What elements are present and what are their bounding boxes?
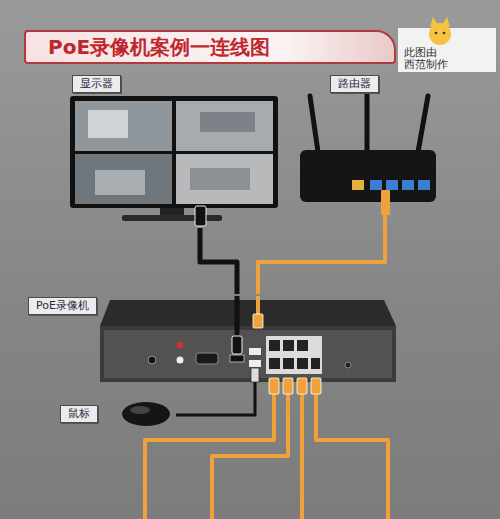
wan-port — [352, 180, 364, 190]
camera-view-detail — [88, 110, 128, 138]
mouse-node: 鼠标 — [58, 400, 176, 430]
device-label: 鼠标 — [60, 405, 98, 423]
monitor-node: 显示器 — [62, 75, 280, 228]
hdmi-cable — [200, 228, 237, 294]
usb-port — [249, 360, 261, 367]
camera-cable — [212, 380, 288, 519]
vga-port — [196, 353, 218, 364]
camera-view — [75, 154, 172, 204]
rj45-plug — [283, 378, 293, 394]
device-label: 显示器 — [72, 75, 121, 93]
monitor-stand — [160, 208, 184, 216]
rj45-port — [297, 340, 308, 351]
nvr-panel-sheen — [104, 330, 392, 378]
device-label: PoE录像机 — [28, 297, 97, 315]
rj45-port — [283, 358, 294, 369]
camera-view-detail — [95, 170, 145, 195]
monitor-base — [122, 215, 222, 221]
watermark-text: 西范制作 — [404, 58, 448, 71]
rj45-plug — [297, 378, 307, 394]
camera-cable — [145, 380, 274, 519]
nvr-back-panel — [100, 326, 396, 382]
rj45-port — [311, 358, 320, 369]
rj45-port — [269, 358, 280, 369]
cat-ear — [442, 17, 450, 27]
rj45-plug — [269, 378, 279, 394]
lan-port — [418, 180, 430, 190]
router-node: 路由器 — [292, 75, 440, 215]
usb-port — [249, 348, 261, 355]
monitor-bezel — [70, 96, 278, 208]
title-banner: PoE录像机案例一连线图 — [24, 30, 396, 64]
rj45-port — [297, 358, 308, 369]
usb-cable — [176, 385, 255, 415]
camera-view — [75, 101, 172, 151]
rj45-plug — [381, 190, 390, 215]
power-port — [148, 356, 156, 364]
rj45-port — [269, 340, 280, 351]
camera-view-detail — [200, 112, 255, 132]
antenna — [310, 96, 318, 152]
rj45-plug — [253, 314, 263, 328]
camera-view — [176, 154, 273, 204]
cat-ear — [430, 17, 438, 27]
antenna — [365, 92, 370, 152]
lan-port — [402, 180, 414, 190]
network-cable — [258, 215, 385, 294]
cat-eye — [443, 32, 446, 35]
device-label: 路由器 — [330, 75, 379, 93]
cat-eye — [435, 32, 438, 35]
camera-cable — [300, 380, 304, 519]
nvr-node: PoE录像机 — [26, 294, 398, 385]
hdmi-port — [230, 355, 244, 362]
camera-view-detail — [190, 168, 250, 190]
router-body — [300, 150, 436, 202]
rj45-port — [283, 340, 294, 351]
camera-view — [176, 101, 273, 151]
audio-port — [177, 357, 184, 364]
lan-port — [386, 180, 398, 190]
audio-port — [177, 342, 184, 349]
watermark-text: 此图由 — [404, 46, 437, 59]
usb-plug — [251, 368, 259, 382]
antenna — [418, 96, 428, 152]
lan-port — [370, 180, 382, 190]
hdmi-plug — [195, 206, 206, 226]
camera-cable — [316, 380, 388, 519]
hdmi-plug — [232, 336, 242, 354]
rj45-plug — [311, 378, 321, 394]
nvr-top — [100, 300, 396, 326]
ground-port — [345, 362, 351, 368]
mouse-body — [122, 402, 170, 426]
poe-port-block — [266, 336, 322, 374]
mouse-highlight — [130, 406, 150, 414]
